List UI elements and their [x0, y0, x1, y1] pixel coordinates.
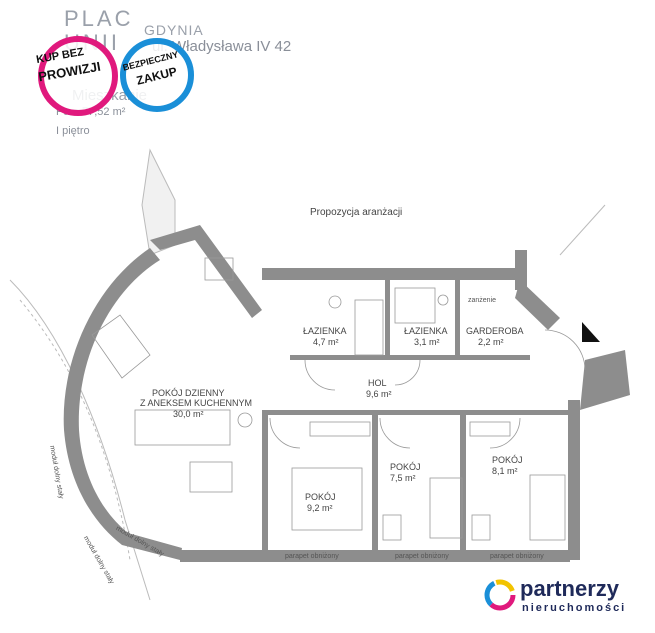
north-line	[559, 204, 606, 256]
door-room3	[489, 417, 521, 449]
toilet-bath2	[437, 294, 449, 306]
partition-room2-room3	[460, 412, 466, 552]
room3-name: POKÓJ	[492, 455, 523, 465]
sofa	[134, 409, 231, 446]
parapet-label: parapet obniżony	[395, 553, 449, 560]
bath-partition	[385, 280, 390, 360]
terrace-area	[141, 148, 176, 256]
room3-area: 8,1 m²	[492, 466, 518, 476]
bath2-area: 3,1 m²	[414, 337, 440, 347]
toilet-bath1	[328, 295, 342, 309]
rooms-top-partition	[262, 410, 572, 415]
bed-room2	[429, 477, 463, 539]
entry-door	[544, 329, 586, 371]
lamp	[237, 412, 253, 428]
bottom-wall	[180, 550, 570, 562]
proposal-label: Propozycja aranżacji	[310, 207, 403, 218]
right-diagonal-wall	[515, 280, 560, 330]
brand-sub: nieruchomości	[522, 602, 627, 614]
living-line2: Z ANEKSEM KUCHENNYM	[140, 398, 253, 408]
curved-outer-wall	[63, 248, 182, 560]
wardrobe-room3	[469, 421, 511, 437]
coffee-table	[189, 461, 233, 493]
room1-area: 9,2 m²	[307, 503, 333, 513]
door-bath1	[304, 359, 336, 391]
city-label: GDYNIA	[144, 22, 204, 38]
door-room1	[269, 417, 301, 449]
top-wall	[262, 268, 522, 280]
hall-top-partition	[290, 355, 530, 360]
wardrobe-note: zanżenie	[468, 297, 497, 304]
partner-logo-icon	[484, 579, 516, 611]
top-right-wall	[515, 250, 527, 290]
cooktop	[204, 257, 234, 281]
partition-room1-left	[262, 412, 268, 552]
parapet-label: parapet obniżony	[285, 553, 339, 560]
bed-room3	[529, 474, 566, 541]
dashed-curve	[19, 299, 131, 561]
kitchen-wall	[150, 225, 262, 318]
wardrobe-room1	[309, 421, 371, 437]
right-column	[580, 350, 630, 410]
street-label: ul. Władysława IV 42	[152, 38, 292, 55]
bath1-name: ŁAZIENKA	[303, 326, 347, 336]
desk-room3	[471, 514, 491, 541]
living-area: 30,0 m²	[173, 409, 204, 419]
hall-area: 9,6 m²	[366, 389, 392, 399]
wardrobe-name: GARDEROBA	[466, 326, 524, 336]
no-commission-badge	[38, 36, 118, 116]
brand-name: partnerzy	[520, 576, 620, 601]
hall-name: HOL	[368, 378, 387, 388]
partition-room1-room2	[372, 412, 378, 552]
floor-label: I piętro	[56, 125, 90, 137]
bath2-name: ŁAZIENKA	[404, 326, 448, 336]
right-wall	[568, 400, 580, 560]
door-room2	[379, 417, 411, 449]
developer-logo-line1: PLAC	[64, 6, 134, 31]
wardrobe-partition	[455, 280, 460, 360]
double-bed	[291, 467, 363, 531]
bathtub	[354, 299, 384, 356]
room2-area: 7,5 m²	[390, 473, 416, 483]
dining-table	[91, 314, 151, 379]
door-bath2	[394, 359, 421, 386]
room1-name: POKÓJ	[305, 492, 336, 502]
room2-name: POKÓJ	[390, 462, 421, 472]
desk-room2	[382, 514, 402, 541]
parapet-label: parapet obniżony	[490, 553, 544, 560]
safe-purchase-badge	[120, 38, 194, 112]
entrance-arrow-icon	[582, 322, 600, 342]
wardrobe-area: 2,2 m²	[478, 337, 504, 347]
living-line1: POKÓJ DZIENNY	[152, 388, 225, 398]
shower	[394, 287, 436, 324]
bath1-area: 4,7 m²	[313, 337, 339, 347]
